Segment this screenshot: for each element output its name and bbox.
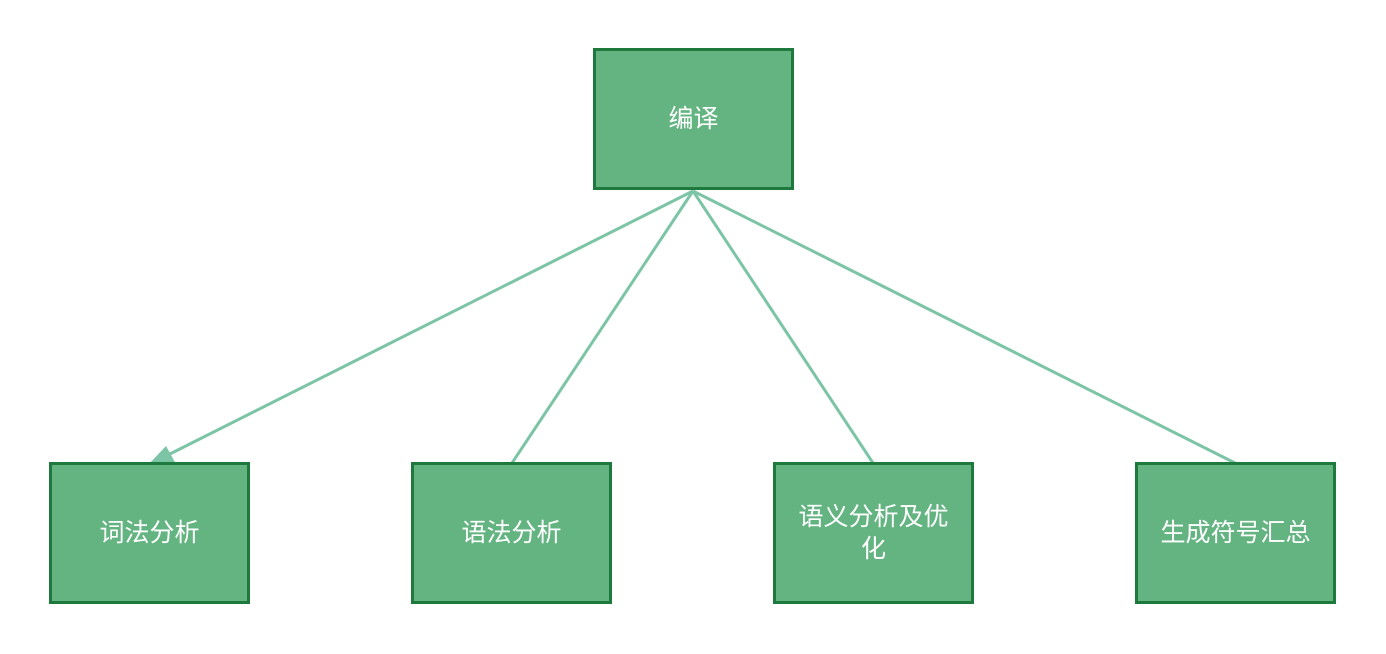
node-lexical-analysis: 词法分析 [49,462,250,604]
arrowhead-lexical-analysis [148,446,176,465]
edge-root-to-symbol-generation [692,189,1236,465]
edge-root-to-semantic-analysis [691,190,875,464]
edge-root-to-lexical-analysis [149,189,694,466]
node-semantic-analysis-optimization-label: 语义分析及优化 [798,502,949,563]
node-semantic-analysis-optimization: 语义分析及优化 [773,462,974,604]
node-compile: 编译 [593,48,794,190]
node-syntax-analysis-label: 语法分析 [461,518,562,547]
node-symbol-generation: 生成符号汇总 [1135,462,1336,604]
node-symbol-generation-label: 生成符号汇总 [1160,518,1311,547]
node-syntax-analysis: 语法分析 [411,462,612,604]
node-compile-label: 编译 [668,104,719,133]
node-lexical-analysis-label: 词法分析 [99,518,200,547]
edge-root-to-syntax-analysis [510,190,695,464]
